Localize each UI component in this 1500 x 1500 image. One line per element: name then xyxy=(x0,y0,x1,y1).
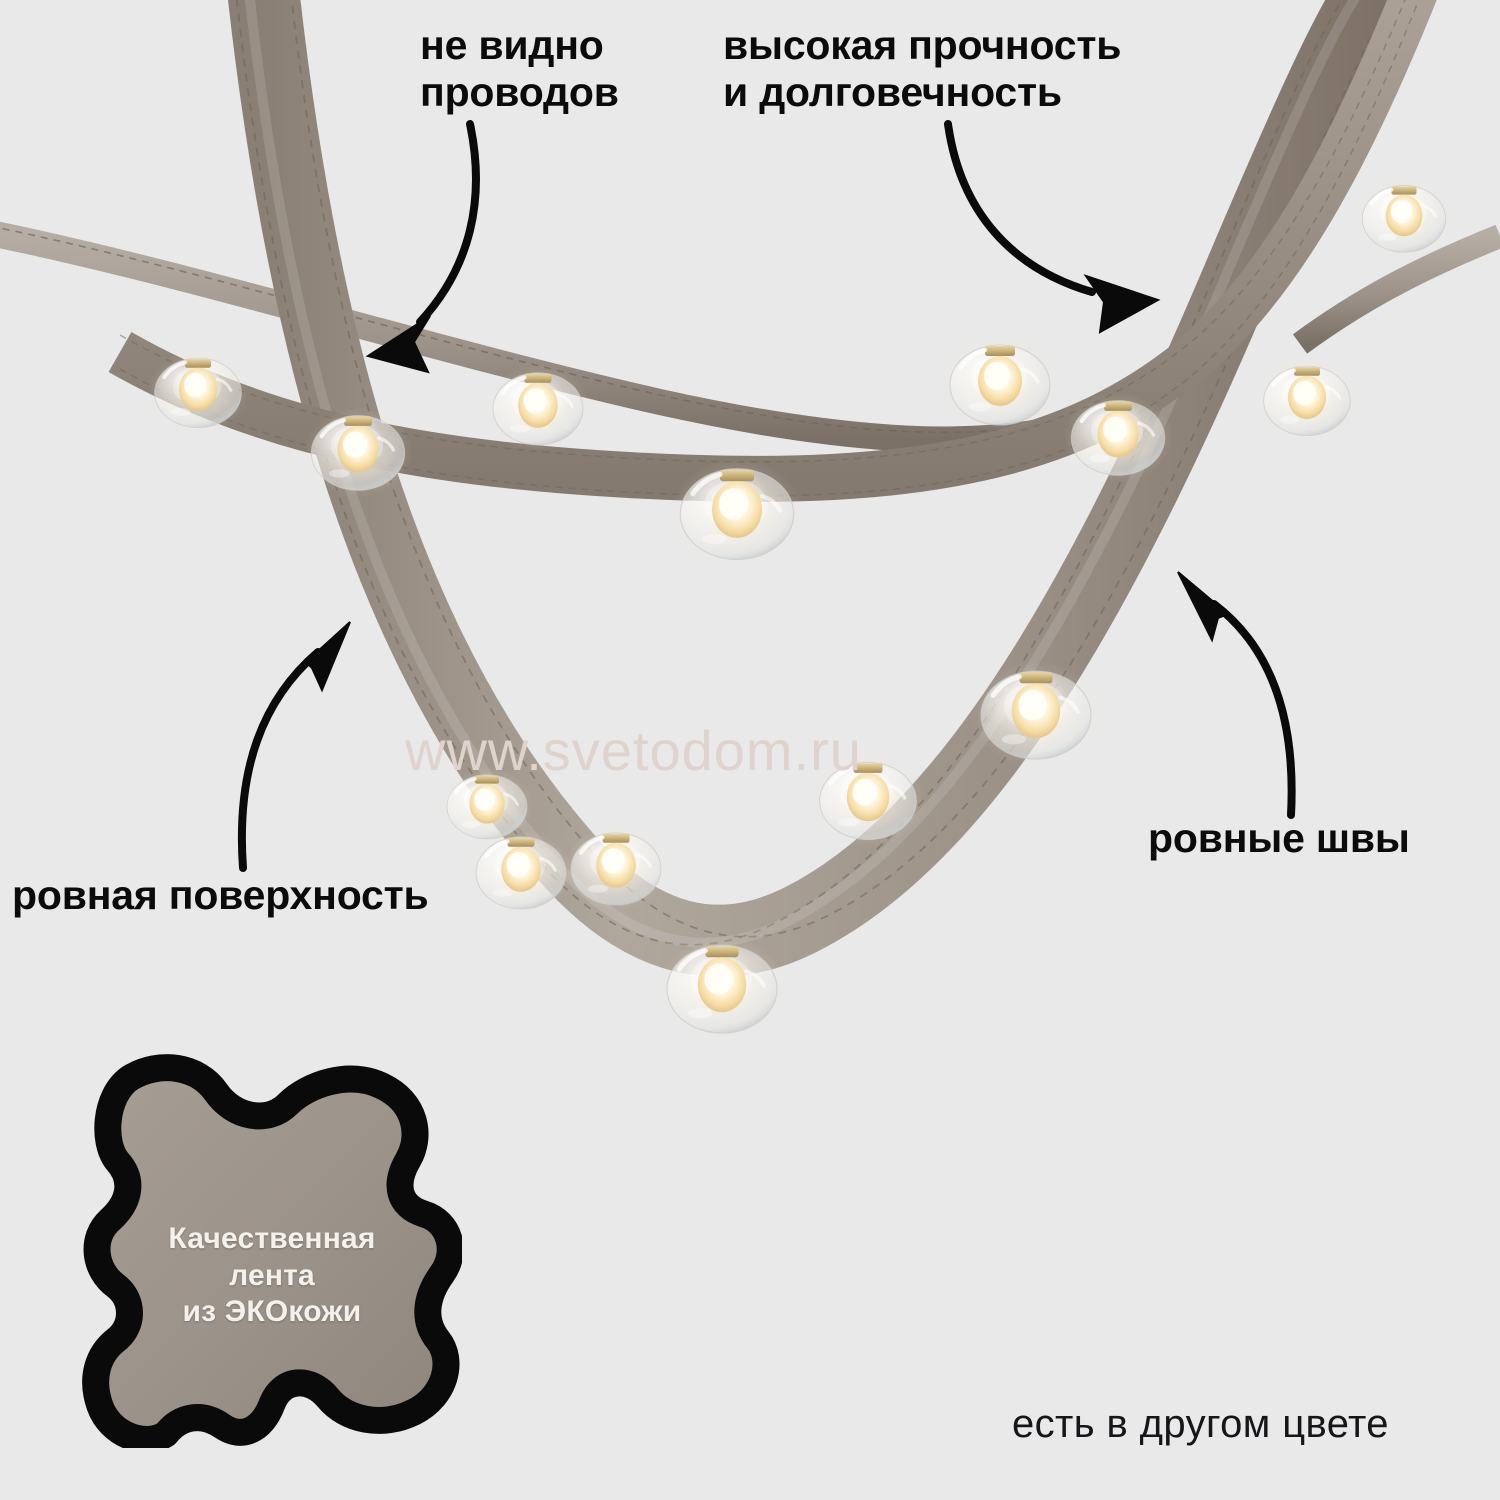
bulb xyxy=(563,825,669,911)
eco-leather-badge: Качественная лента из ЭКОкожи xyxy=(82,1048,462,1448)
annotation-label-seams: ровные швы xyxy=(1148,815,1410,861)
bulb xyxy=(1355,178,1453,258)
annotation-label-surface: ровная поверхность xyxy=(12,872,429,918)
annotation-label-wires: не видно проводов xyxy=(420,22,619,115)
bulb xyxy=(1063,392,1173,482)
arrow-wires xyxy=(365,120,480,374)
bulb xyxy=(303,407,413,497)
badge-text-block: Качественная лента из ЭКОкожи xyxy=(82,1048,462,1448)
hide-shape-icon xyxy=(82,1054,462,1448)
bulb xyxy=(147,350,249,433)
strap-right-thin xyxy=(1292,224,1500,354)
bulb xyxy=(971,661,1101,767)
arrow-strength xyxy=(944,120,1161,334)
arrow-seams xyxy=(1177,571,1296,819)
badge-line-3: из ЭКОкожи xyxy=(182,1295,362,1329)
watermark: www.svetodom.ru xyxy=(405,719,862,782)
annotation-label-strength: высокая прочность и долговечность xyxy=(723,22,1122,115)
bulb xyxy=(670,459,804,568)
badge-line-1: Качественная xyxy=(168,1222,376,1256)
arrow-surface xyxy=(237,621,351,872)
bulb xyxy=(941,336,1059,432)
bulb xyxy=(1256,358,1358,441)
bulb xyxy=(485,365,591,451)
other-color-note: есть в другом цвете xyxy=(1012,1402,1389,1446)
badge-line-2: лента xyxy=(229,1258,315,1292)
annotation-arrows xyxy=(237,120,1296,872)
bulb xyxy=(657,935,787,1041)
bulb xyxy=(468,829,574,915)
